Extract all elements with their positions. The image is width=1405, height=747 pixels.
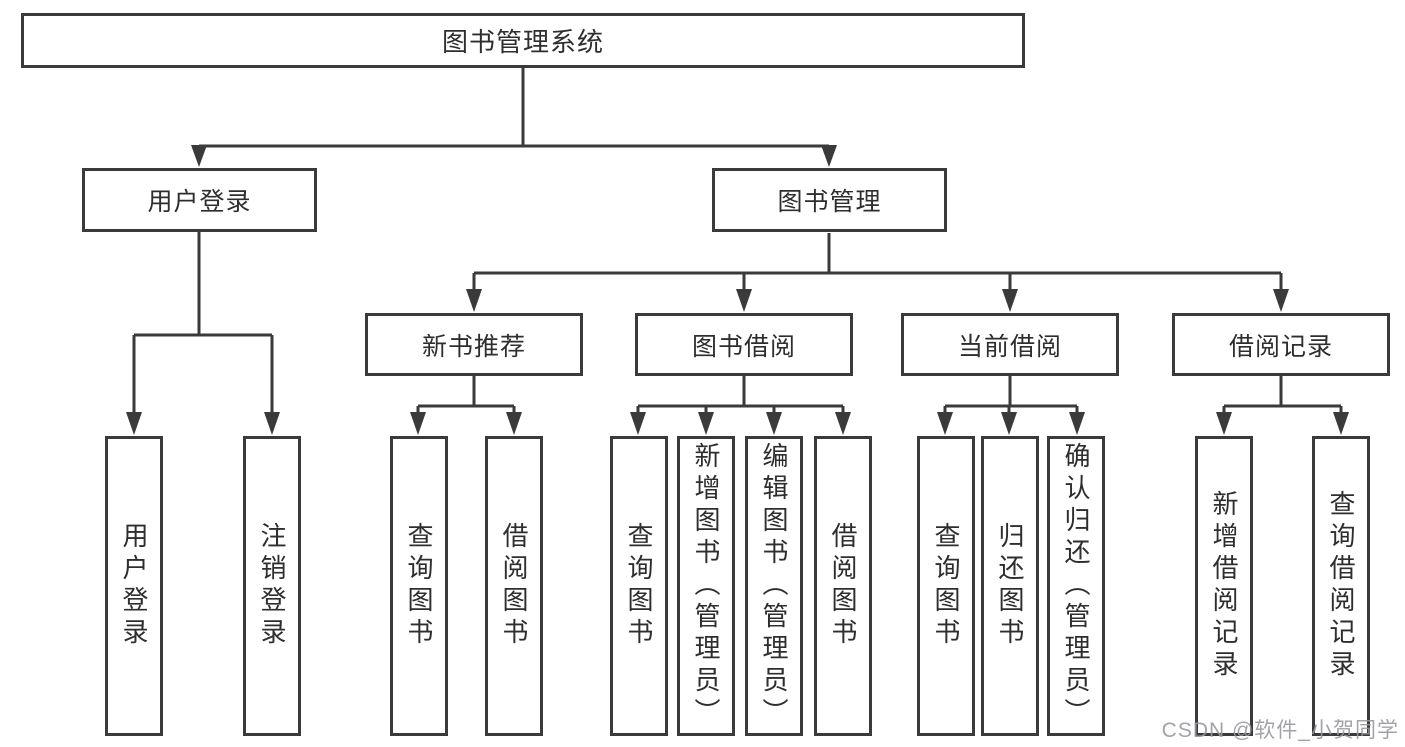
connector-records-to-leaves (1222, 376, 1343, 416)
leaf-edit-book-admin-label: 编辑图书（管理员） (759, 442, 789, 730)
node-user-login: 用户登录 (82, 168, 317, 232)
leaf-query-borrow-records-label: 查询借阅记录 (1326, 490, 1356, 682)
node-book-borrowing-label: 图书借阅 (691, 332, 796, 361)
connector-current-to-leaves (943, 376, 1079, 416)
leaf-user-login: 用户登录 (105, 436, 163, 736)
leaf-edit-book-admin: 编辑图书（管理员） (745, 436, 803, 736)
leaf-query-borrow-records: 查询借阅记录 (1312, 436, 1370, 736)
connector-root-to-level2 (199, 68, 829, 148)
leaf-borrowing-borrow-books: 借阅图书 (814, 436, 872, 736)
node-borrowing-records-label: 借阅记录 (1228, 332, 1333, 361)
connector-borrow-to-leaves (636, 376, 845, 416)
node-user-login-label: 用户登录 (147, 188, 252, 216)
leaf-borrowing-borrow-books-label: 借阅图书 (828, 522, 858, 650)
leaf-borrowing-query-books-label: 查询图书 (624, 522, 654, 650)
node-borrowing-records: 借阅记录 (1172, 313, 1390, 376)
csdn-watermark: CSDN @软件_小贺同学 (1161, 719, 1399, 742)
leaf-logout: 注销登录 (243, 436, 301, 736)
leaf-add-borrow-record-label: 新增借阅记录 (1209, 490, 1239, 682)
leaf-confirm-return-admin: 确认归还（管理员） (1047, 436, 1105, 736)
node-root-label: 图书管理系统 (441, 27, 604, 57)
node-new-book-recommend-label: 新书推荐 (421, 332, 526, 361)
node-root-library-system: 图书管理系统 (21, 13, 1025, 68)
node-new-book-recommend: 新书推荐 (365, 313, 583, 376)
leaf-recommend-borrow-books-label: 借阅图书 (499, 522, 529, 650)
node-current-borrowing: 当前借阅 (901, 313, 1119, 376)
leaf-current-query-books: 查询图书 (917, 436, 975, 736)
leaf-recommend-query-books: 查询图书 (390, 436, 448, 736)
leaf-return-books-label: 归还图书 (995, 522, 1025, 650)
leaf-add-book-admin: 新增图书（管理员） (677, 436, 735, 736)
leaf-logout-label: 注销登录 (257, 522, 287, 650)
leaf-confirm-return-admin-label: 确认归还（管理员） (1061, 442, 1091, 730)
connector-userlogin-to-leaves (132, 232, 274, 416)
leaf-add-book-admin-label: 新增图书（管理员） (691, 442, 721, 730)
node-book-borrowing: 图书借阅 (635, 313, 853, 376)
leaf-borrowing-query-books: 查询图书 (610, 436, 668, 736)
connector-bookmgmt-to-level3 (472, 233, 1283, 292)
leaf-add-borrow-record: 新增借阅记录 (1195, 436, 1253, 736)
leaf-user-login-label: 用户登录 (119, 522, 149, 650)
leaf-recommend-query-books-label: 查询图书 (404, 522, 434, 650)
connector-recommend-to-leaves (416, 376, 516, 416)
arrowheads (126, 145, 1349, 435)
leaf-recommend-borrow-books: 借阅图书 (485, 436, 543, 736)
node-book-management-label: 图书管理 (777, 188, 882, 216)
node-book-management: 图书管理 (712, 168, 947, 232)
node-current-borrowing-label: 当前借阅 (957, 332, 1062, 361)
leaf-return-books: 归还图书 (981, 436, 1039, 736)
leaf-current-query-books-label: 查询图书 (931, 522, 961, 650)
